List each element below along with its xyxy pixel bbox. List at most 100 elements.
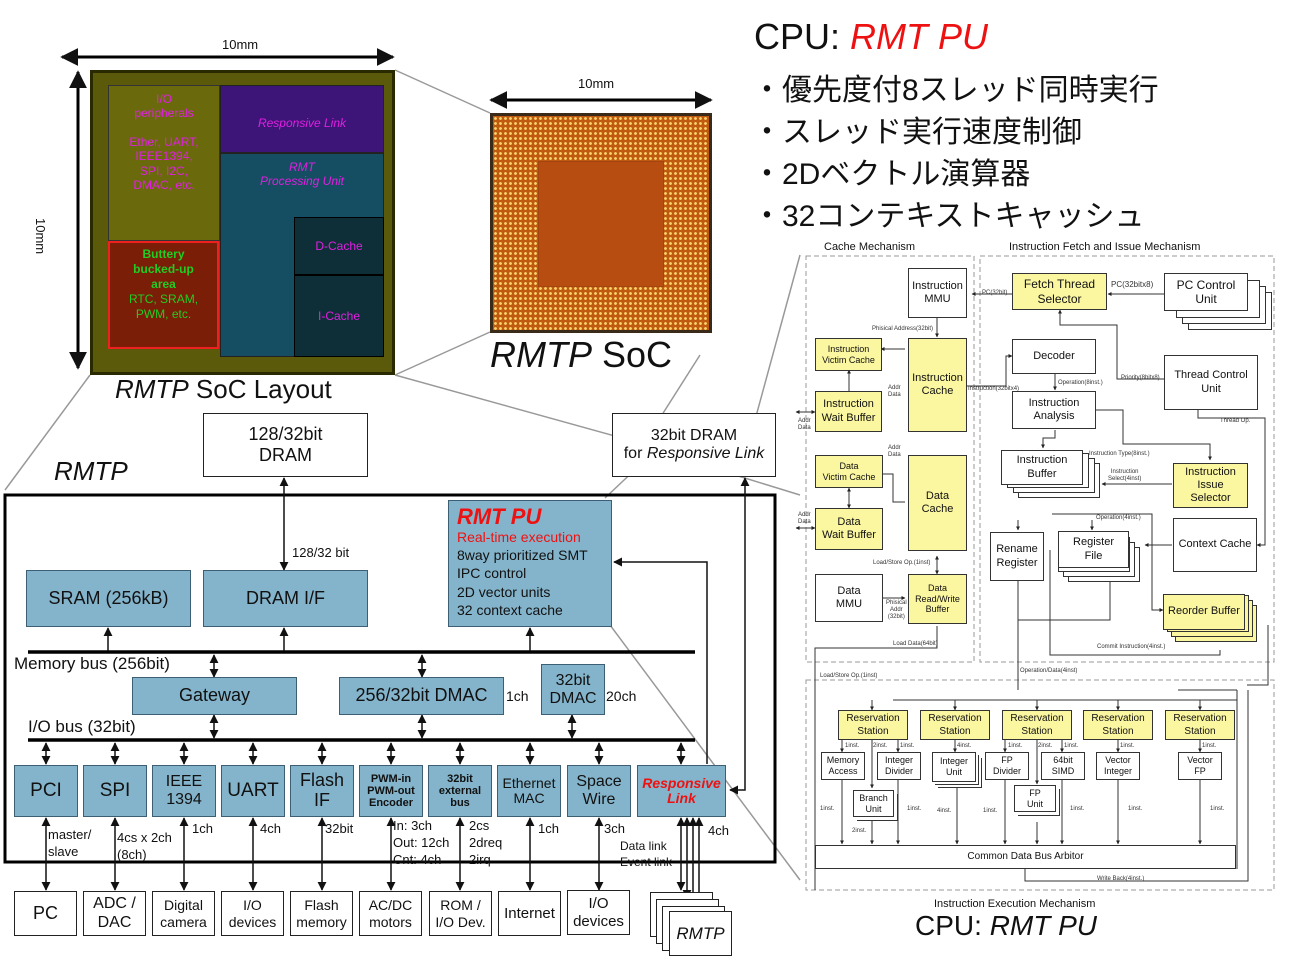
rl-dram-line-2: for Responsive Link	[624, 445, 765, 463]
signal-2inst: 2inst.	[1038, 743, 1053, 749]
package-die-area	[538, 161, 664, 287]
pwm-note-line: In: 3ch	[393, 818, 433, 833]
io-region-line: Ether, UART,	[129, 134, 199, 149]
battery-region-line: bucked-up	[133, 262, 194, 276]
signal-1inst: 1inst.	[1070, 806, 1085, 812]
section-fetch-issue: Instruction Fetch and Issue Mechanism	[1009, 241, 1201, 253]
device-io-devices-2: I/O devices	[567, 890, 630, 935]
rl-dram-box: 32bit DRAM for Responsive Link	[612, 413, 776, 477]
flash-if-block: Flash IF	[290, 765, 354, 817]
io-region-line: I/O	[155, 92, 172, 106]
io-region-line: peripherals	[134, 106, 194, 121]
block-line: Data	[927, 582, 947, 593]
pwm-line: PWM-in	[370, 772, 412, 785]
memory-bus-label: Memory bus (256bit)	[14, 654, 170, 673]
pwm-note-line: Cnt: 4ch	[393, 852, 442, 867]
signal-line: Data	[888, 452, 901, 458]
signal-load-data: Load Data(64bit)	[893, 641, 938, 647]
block-line: FP	[1001, 755, 1013, 766]
ext-bus-note-line: 2dreq	[469, 835, 503, 850]
uart-block: UART	[221, 765, 285, 817]
pci-note-line: slave	[48, 844, 79, 859]
battery-backup-region: Buttery bucked-up area RTC, SRAM, PWM, e…	[108, 241, 219, 349]
pwm-note-line: Out: 12ch	[393, 835, 450, 850]
signal-1inst: 1inst.	[907, 806, 922, 812]
signal-1inst: 1inst.	[845, 743, 860, 749]
responsive-link-line: Responsive	[642, 774, 721, 791]
block-line: Reservation	[1010, 713, 1064, 724]
signal-2inst: 2inst.	[852, 828, 867, 834]
dram-if-block: DRAM I/F	[203, 570, 368, 627]
spacewire-line: Space	[576, 773, 622, 791]
block-line: Data	[837, 515, 861, 528]
signal-operation4: Operation(4inst.)	[1096, 515, 1141, 521]
package-caption-rest: SoC	[592, 334, 673, 375]
block-line: Station	[1021, 726, 1053, 737]
signal-line: Addr	[798, 512, 811, 518]
responsive-link-block: Responsive Link	[637, 765, 726, 817]
block-line: Register	[1073, 536, 1114, 549]
cpu-caption-prefix: CPU:	[915, 910, 990, 941]
cpu-caption-name: RMT PU	[989, 910, 1098, 941]
soc-package-photo	[490, 113, 712, 333]
battery-region-line: RTC, SRAM,	[128, 292, 199, 306]
signal-1inst: 1inst.	[1064, 743, 1079, 749]
block-line: Reservation	[846, 713, 900, 724]
block-line: Register	[996, 556, 1038, 569]
spi-block: SPI	[83, 765, 147, 817]
block-line: Divider	[992, 766, 1021, 776]
block-line: Rename	[996, 543, 1038, 556]
section-execution: Instruction Execution Mechanism	[934, 898, 1096, 910]
signal-1inst: 1inst.	[1128, 806, 1143, 812]
device-motors: AC/DC motors	[359, 891, 422, 936]
device-line: AC/DC	[368, 897, 413, 914]
block-line: Cache	[921, 385, 954, 397]
rmt-pu-line: 2D vector units	[457, 583, 551, 600]
ext-bus-line: external	[438, 784, 482, 797]
cpu-title-prefix: CPU:	[754, 16, 851, 57]
dmac-256-block: 256/32bit DMAC	[339, 677, 504, 715]
block-line: Data	[839, 460, 859, 471]
common-data-bus-arbitor: Common Data Bus Arbitor	[815, 845, 1236, 869]
block-line: Instruction	[823, 398, 874, 411]
battery-region-line: area	[151, 277, 176, 291]
signal-phys-addr: Phisical Address(32bit)	[872, 326, 934, 332]
device-line: I/O	[243, 897, 262, 914]
signal-operation8: Operation(8inst.)	[1058, 380, 1103, 386]
external-bus-block: 32bit external bus	[428, 765, 492, 817]
cpu-diagram-caption: CPU: RMT PU	[915, 910, 1097, 942]
cpu-feature-item: ・優先度付8スレッド同時実行	[752, 74, 1159, 107]
block-line: Buffer	[1027, 467, 1057, 480]
block-line: PC Control	[1176, 277, 1236, 292]
flash-if-line: Flash	[299, 770, 344, 791]
signal-ls-op: Load/Store Op.(1inst)	[873, 560, 931, 566]
dmac-32-line: DMAC	[549, 689, 597, 707]
signal-priority: Priority(8bitx8)	[1121, 375, 1160, 381]
block-line: Station	[1184, 726, 1216, 737]
block-line: Instruction	[912, 279, 963, 292]
block-line: Divider	[884, 766, 913, 776]
sram-block: SRAM (256kB)	[26, 570, 191, 627]
block-line: File	[1084, 549, 1103, 562]
block-line: Branch	[859, 792, 888, 803]
layout-height-label: 10mm	[33, 218, 48, 255]
rl-dram-line: 32bit DRAM	[650, 426, 738, 444]
responsive-link-region: Responsive Link	[220, 85, 384, 153]
package-caption-italic: RMTP	[490, 334, 592, 375]
cpu-title-name: RMT PU	[850, 16, 989, 57]
block-line: SIMD	[1051, 766, 1075, 776]
